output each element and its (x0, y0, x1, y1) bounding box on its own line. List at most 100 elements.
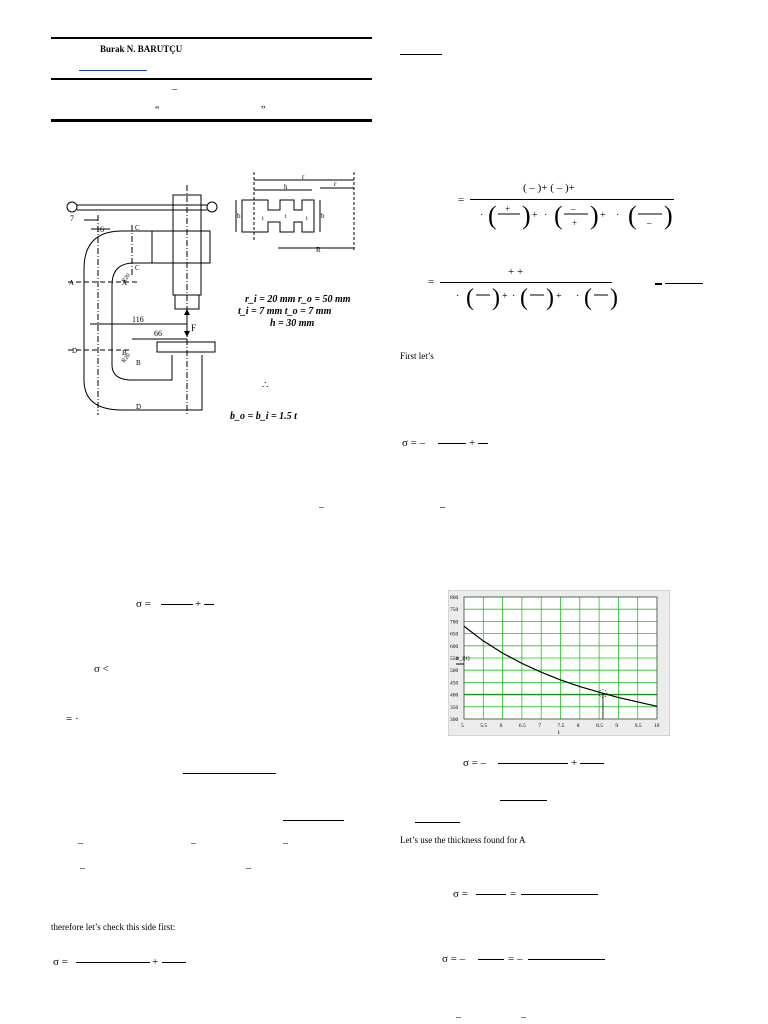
y-tick-label: 700 (450, 619, 459, 625)
y-tick-label: 400 (450, 693, 459, 699)
cs-t: t (285, 214, 287, 220)
cs-ti: t (306, 216, 308, 222)
eq2-denominator: · ( ) + · ( ) + · ( ) (456, 285, 618, 311)
y-tick-label: 650 (450, 632, 459, 638)
sigma-equation-2: σ = (53, 956, 68, 968)
frac-line (76, 962, 150, 963)
y-tick-label: 450 (450, 680, 459, 686)
radius-a: R20 (121, 273, 132, 285)
svg-text:): ) (610, 285, 618, 311)
svg-text:+: + (532, 210, 538, 221)
frac-line (162, 962, 186, 963)
svg-text:·: · (544, 210, 547, 221)
x-axis-label: t (558, 730, 560, 736)
header-rule-mid (51, 78, 372, 80)
svg-text:(: ( (466, 285, 474, 311)
svg-text:(: ( (520, 285, 528, 311)
svg-text:+: + (505, 204, 510, 214)
header-dash: – (172, 84, 177, 95)
sigma-inequality: σ < (94, 663, 109, 675)
sec-b-right: B (136, 359, 141, 367)
eq-dot: = · (66, 713, 79, 725)
sec-c-top: C (135, 224, 140, 232)
dim-16: 16 (96, 225, 104, 234)
frac-line (528, 959, 605, 960)
header-rule-bottom (51, 119, 372, 122)
underline-bar (500, 800, 547, 801)
param-line-3: h = 30 mm (270, 318, 315, 329)
sec-d-left: D (72, 347, 77, 355)
param-line-2: t_i = 7 mm t_o = 7 mm (238, 306, 332, 317)
svg-text:+: + (502, 291, 508, 302)
cs-ro: r (302, 173, 305, 181)
eq2-numerator: + + (508, 266, 524, 278)
quote-close: ” (261, 105, 266, 116)
frac-line (438, 443, 466, 444)
x-tick-label: 8.5 (596, 723, 603, 729)
underline-bar (183, 773, 276, 774)
right-dash-a: – (440, 502, 445, 513)
x-tick-label: 9 (615, 723, 618, 729)
sec-b-left: B (122, 349, 127, 357)
frac-line (440, 282, 612, 283)
bottom-dash-b: – (521, 1012, 526, 1023)
email-link[interactable] (79, 70, 147, 71)
y-tick-label: 550 (450, 656, 459, 662)
sec-d-bottom: D (136, 403, 141, 411)
y-tick-label: 600 (450, 644, 459, 650)
series-line (463, 625, 658, 707)
x-tick-label: 9.5 (635, 723, 642, 729)
svg-text:·: · (456, 291, 459, 302)
dash-row2-a: – (80, 863, 85, 874)
x-tick-label: 6.5 (519, 723, 526, 729)
x-tick-label: 6 (500, 723, 503, 729)
y-tick-label: 500 (450, 668, 459, 674)
dash-row2-b: – (246, 863, 251, 874)
sigma-equation-5: σ = (453, 888, 468, 900)
eq2-result-dash (655, 283, 662, 285)
cs-R: R (316, 246, 321, 254)
x-tick-label: 5.5 (480, 723, 487, 729)
cs-ri: r (334, 180, 337, 188)
big-eq-numerator: ( – )+ ( – )+ (523, 182, 575, 194)
frac-line (204, 604, 214, 605)
header-rule-top (51, 37, 372, 39)
underline-bar (415, 822, 460, 823)
cs-h: h (284, 183, 288, 191)
dash-row1-c: – (283, 838, 288, 849)
y-tick-label: 300 (450, 717, 459, 723)
svg-text:+: + (600, 210, 606, 221)
dash-row1-a: – (78, 838, 83, 849)
frac-line (476, 894, 506, 895)
svg-text:·: · (576, 291, 579, 302)
force-label: F (191, 323, 196, 333)
svg-text:(: ( (628, 201, 637, 230)
y-tick-label: 350 (450, 705, 459, 711)
svg-text:–: – (570, 204, 576, 214)
dim-116: 116 (132, 315, 144, 324)
svg-text:–: – (646, 218, 652, 228)
plus-sign: + (571, 757, 578, 769)
frac-line (580, 763, 604, 764)
x-tick-label: 7.5 (558, 723, 565, 729)
svg-text:): ) (590, 201, 599, 230)
right-dash-c: – (440, 502, 445, 513)
b-relation: b_o = b_i = 1.5 t (230, 411, 297, 422)
svg-text:(: ( (554, 201, 563, 230)
cs-to: t (262, 216, 264, 222)
use-thickness-text: Let’s use the thickness found for A (400, 835, 526, 845)
quote-open: “ (155, 105, 160, 116)
param-line-1: r_i = 20 mm r_o = 50 mm (245, 294, 351, 305)
svg-text:): ) (664, 201, 673, 230)
right-underline-top (400, 54, 442, 55)
frac-line (665, 283, 703, 284)
cs-bo: b (237, 212, 241, 220)
bottom-dash-a: – (456, 1012, 461, 1023)
big-eq-equals: = (458, 194, 465, 206)
svg-text:): ) (522, 201, 531, 230)
cross-section-figure: r r h b b t t t R (235, 172, 355, 254)
sec-c-bottom: C (135, 264, 140, 272)
svg-text:): ) (546, 285, 554, 311)
svg-text:+: + (556, 291, 562, 302)
x-tick-label: 5 (461, 723, 464, 729)
